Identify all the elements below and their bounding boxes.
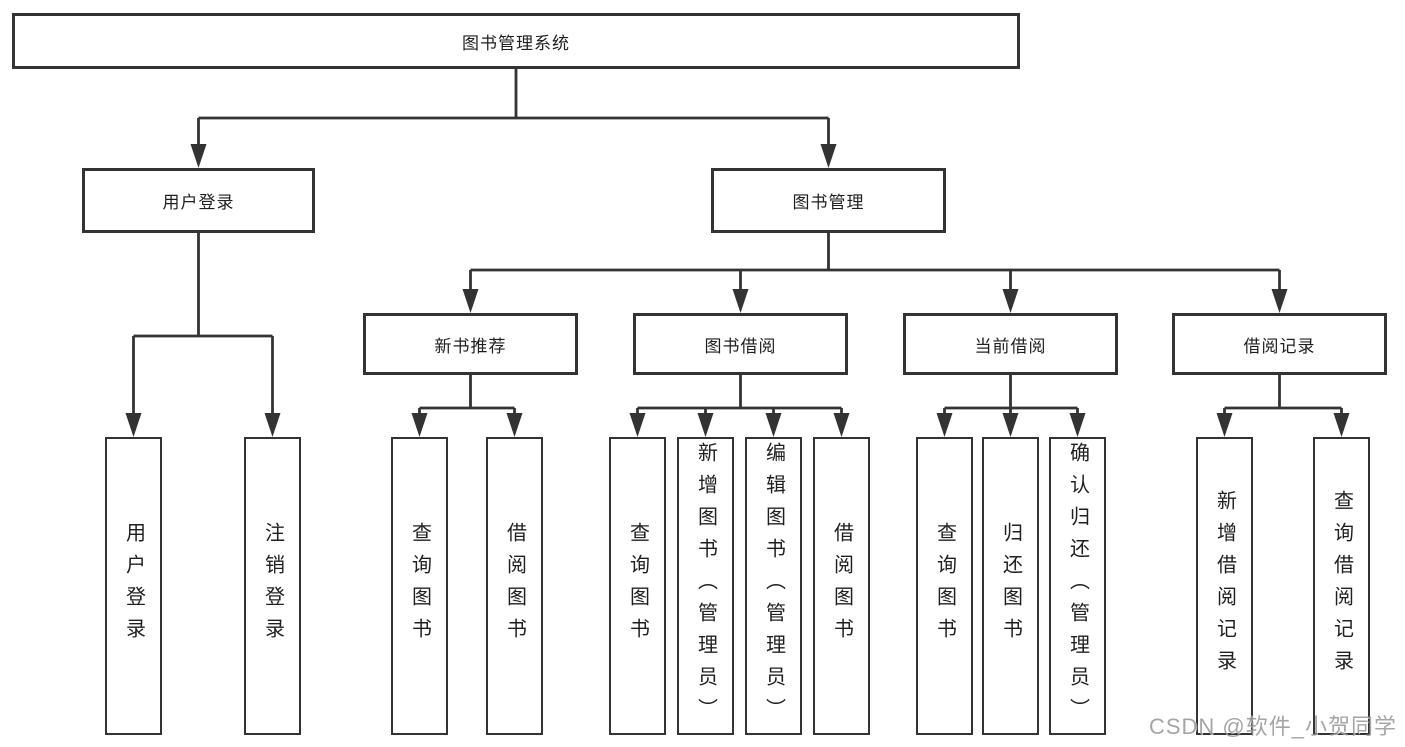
leaf-newbook-borrow-books: 借阅图书: [486, 437, 543, 735]
node-borrow-records-label: 借阅记录: [1243, 336, 1316, 356]
edge-bookmgmt-to-level3: [469, 233, 1281, 292]
edge-current-to-leaves: [943, 375, 1079, 416]
node-root-label: 图书管理系统: [462, 33, 570, 53]
node-new-book-recommend-label: 新书推荐: [434, 336, 507, 356]
node-root: 图书管理系统: [12, 13, 1020, 69]
leaf-borrow-add-book-admin: 新增图书（管理员）: [677, 437, 734, 735]
node-book-management: 图书管理: [711, 168, 946, 233]
node-book-management-label: 图书管理: [792, 193, 865, 212]
node-book-borrow: 图书借阅: [633, 313, 848, 375]
leaf-records-query-record: 查询借阅记录: [1313, 437, 1370, 735]
leaf-borrow-borrow-books: 借阅图书: [813, 437, 870, 735]
node-current-borrow-label: 当前借阅: [974, 336, 1047, 356]
edge-borrow-to-leaves: [636, 375, 843, 416]
leaf-borrow-edit-book-admin: 编辑图书（管理员）: [745, 437, 802, 735]
node-new-book-recommend: 新书推荐: [363, 313, 578, 375]
edge-newbook-to-leaves: [418, 375, 516, 416]
node-current-borrow: 当前借阅: [903, 313, 1118, 375]
leaf-logout: 注销登录: [244, 437, 301, 735]
edge-records-to-leaves: [1223, 375, 1343, 416]
leaf-newbook-query-books: 查询图书: [391, 437, 448, 735]
node-borrow-records: 借阅记录: [1172, 313, 1387, 375]
node-user-login: 用户登录: [82, 168, 315, 233]
leaf-current-return-books: 归还图书: [982, 437, 1039, 735]
node-book-borrow-label: 图书借阅: [704, 336, 777, 356]
edge-userlogin-to-leaves: [132, 233, 274, 416]
csdn-watermark: CSDN @软件_小贺同学: [1148, 714, 1397, 739]
leaf-current-query-books: 查询图书: [916, 437, 973, 735]
node-user-login-label: 用户登录: [162, 193, 235, 212]
leaf-current-confirm-return-admin: 确认归还（管理员）: [1049, 437, 1106, 735]
leaf-borrow-query-books: 查询图书: [609, 437, 666, 735]
edge-root-to-level2: [197, 69, 830, 147]
leaf-records-add-record: 新增借阅记录: [1196, 437, 1253, 735]
leaf-user-login: 用户登录: [105, 437, 162, 735]
